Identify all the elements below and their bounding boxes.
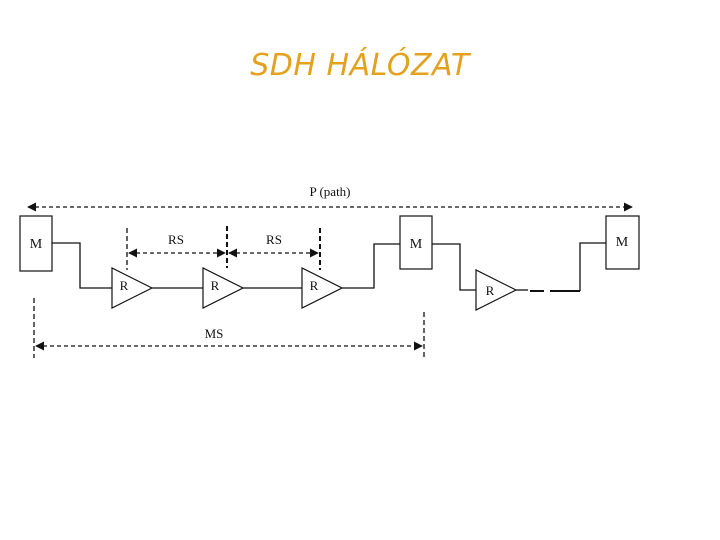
ms-boundary (33, 298, 425, 358)
rs-label: RS (266, 232, 282, 247)
rs-span-2: RS (228, 232, 319, 258)
mux-label: M (616, 235, 629, 250)
rs-label: RS (168, 232, 184, 247)
path-span: P (path) (27, 184, 633, 212)
regenerator-1: R (111, 267, 154, 309)
section-boundary (126, 226, 321, 270)
ms-label: MS (205, 326, 224, 341)
slide-title: SDH HÁLÓZAT (250, 48, 470, 83)
regenerator-label: R (120, 278, 129, 293)
mux-label: M (410, 237, 423, 252)
regenerator-label: R (310, 278, 319, 293)
ms-span: MS (35, 326, 423, 351)
mux-terminal-left: M (19, 215, 53, 272)
regenerator-label: R (211, 278, 220, 293)
regenerator-2: R (202, 267, 245, 309)
regenerator-4: R (475, 269, 518, 311)
mux-label: M (30, 237, 43, 252)
rs-span-1: RS (128, 232, 226, 258)
regenerator-label: R (486, 283, 495, 298)
signal-line (52, 242, 606, 292)
path-label: P (path) (309, 184, 350, 199)
regenerator-3: R (301, 267, 344, 309)
mux-terminal-right: M (605, 215, 640, 270)
mux-intermediate: M (399, 215, 433, 270)
